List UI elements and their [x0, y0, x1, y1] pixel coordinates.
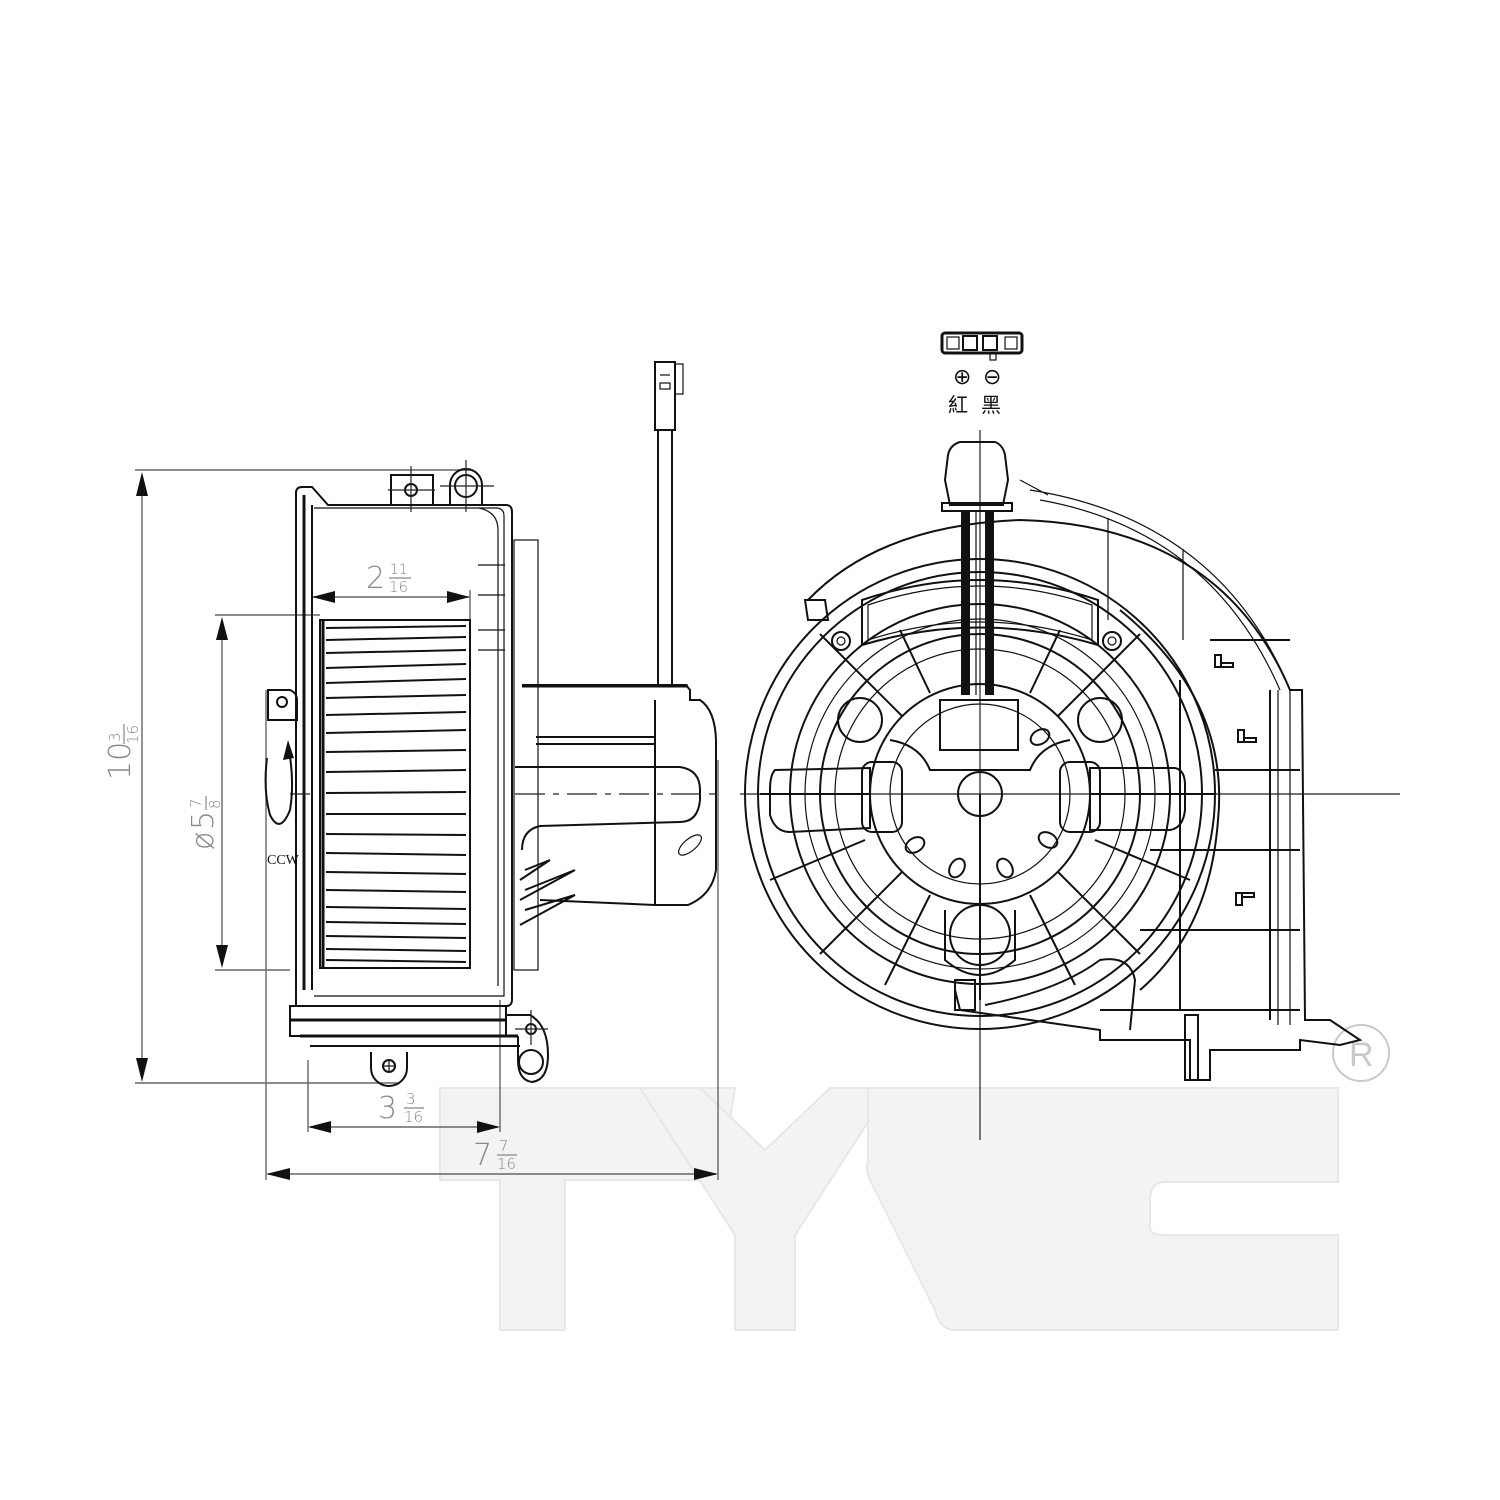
dim-housing-depth: 3 3 16 — [378, 1090, 424, 1126]
svg-text:16: 16 — [497, 1155, 516, 1173]
svg-text:16: 16 — [389, 578, 408, 596]
negative-terminal-symbol: ⊖ — [983, 364, 1001, 389]
side-view: CCW — [264, 361, 720, 1087]
mount-tab-bottom — [289, 1005, 550, 1087]
svg-text:7: 7 — [187, 798, 205, 808]
svg-text:ø: ø — [186, 832, 221, 850]
svg-text:11: 11 — [390, 562, 408, 578]
dim-wheel-diameter: ø 5 7 8 — [186, 796, 224, 850]
svg-text:3: 3 — [378, 1091, 397, 1126]
side-connector — [654, 361, 684, 685]
dimension-lines — [135, 469, 719, 1180]
svg-text:16: 16 — [124, 725, 142, 744]
front-connector — [941, 441, 1049, 695]
front-view: ⊕ ⊖ 紅 黑 — [740, 331, 1400, 1140]
slotted-screws — [904, 728, 1059, 879]
volute-ribs — [1100, 518, 1300, 1020]
dim-overall-depth: 7 7 16 — [473, 1137, 517, 1173]
svg-text:2: 2 — [366, 561, 385, 596]
registered-mark: R — [1332, 1024, 1390, 1082]
dim-wheel-width: 2 11 16 — [366, 561, 411, 596]
svg-text:8: 8 — [206, 799, 224, 809]
positive-terminal-symbol: ⊕ — [953, 364, 971, 389]
svg-text:10: 10 — [103, 742, 138, 780]
motor-body — [515, 684, 720, 926]
ccw-rotation-arrow — [264, 740, 294, 825]
red-wire-label: 紅 — [948, 394, 968, 417]
dim-overall-height: 10 3 16 — [103, 724, 142, 780]
svg-text:3: 3 — [106, 732, 124, 742]
svg-text:5: 5 — [186, 811, 221, 830]
connector-pinout — [940, 331, 1024, 361]
wheel-fins — [325, 625, 467, 963]
svg-text:16: 16 — [404, 1108, 423, 1126]
svg-text:3: 3 — [406, 1090, 416, 1108]
black-wire-label: 黑 — [981, 395, 1001, 417]
tyc-watermark: R — [439, 1024, 1390, 1331]
svg-text:7: 7 — [499, 1137, 509, 1155]
svg-text:7: 7 — [473, 1138, 492, 1173]
rotation-label: CCW — [267, 853, 300, 868]
front-spokes — [760, 629, 1215, 1000]
